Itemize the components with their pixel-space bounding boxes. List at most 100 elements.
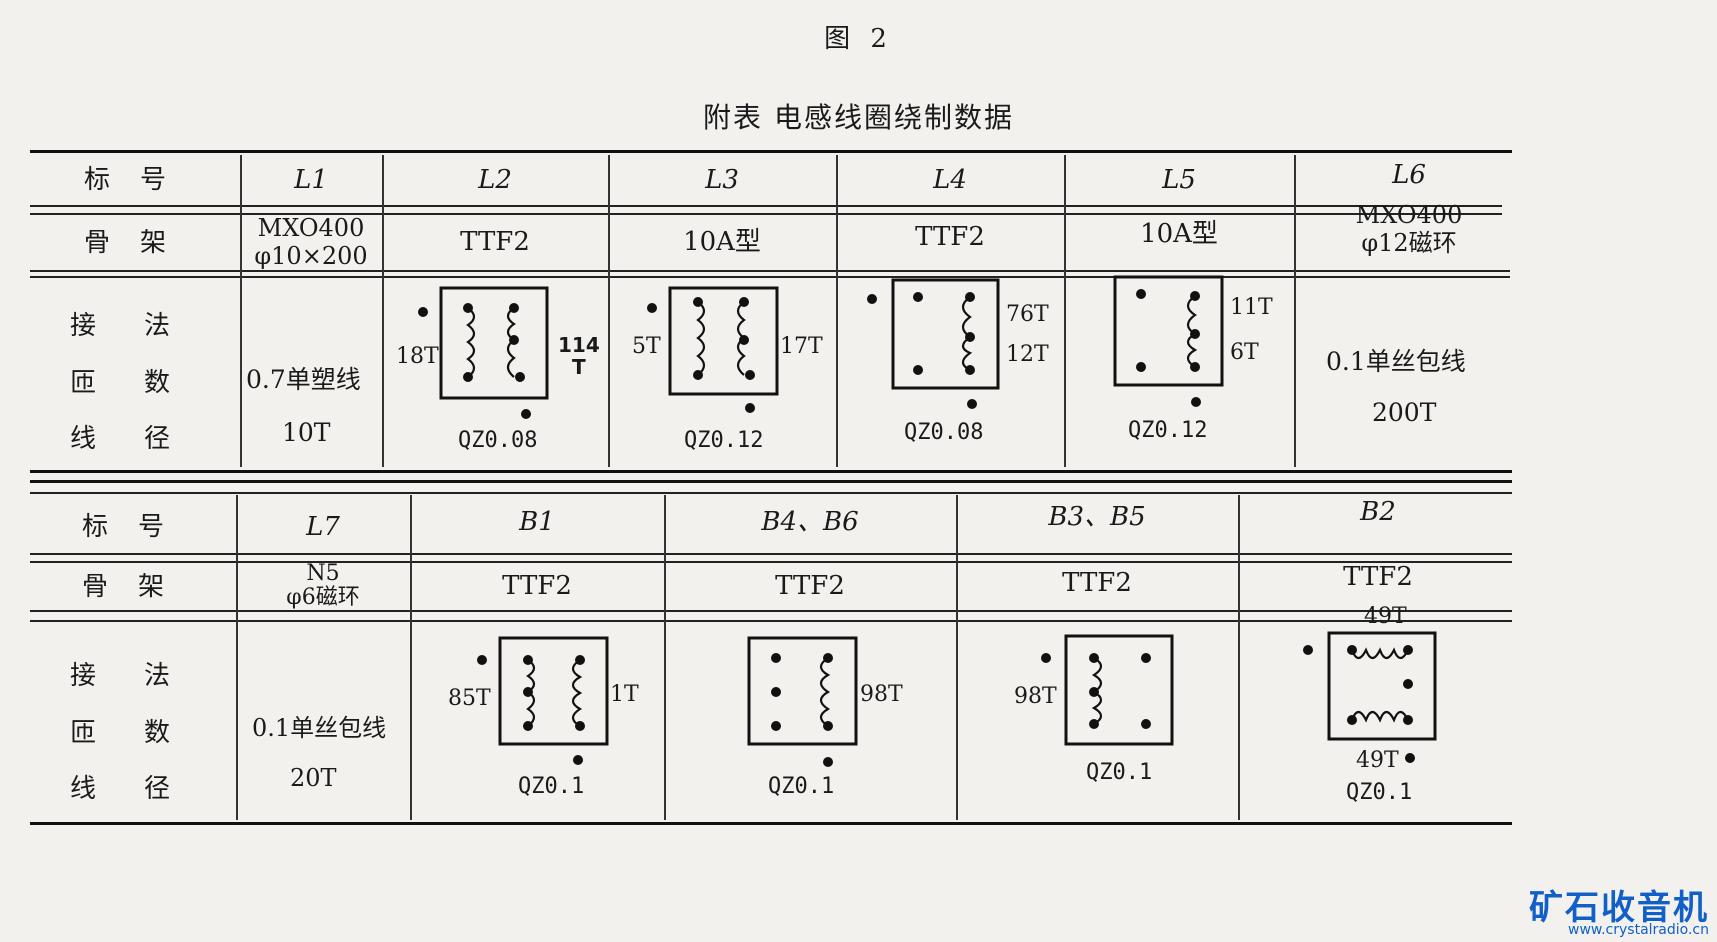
table1-top-rule (30, 150, 1512, 153)
core-L7: N5 φ6磁环 (236, 561, 410, 610)
table1-row-rule (30, 270, 1510, 272)
L2-winding-diagram (418, 286, 549, 400)
figure-label: 图 2 (824, 24, 893, 54)
id-L3: L3 (705, 165, 739, 195)
id-B4-B6: B4、B6 (761, 506, 859, 537)
core-B4-B6: TTF2 (775, 570, 845, 601)
row-label-core: 骨架 (81, 571, 194, 602)
row-label-id: 标号 (83, 165, 196, 195)
B1-left-turns: 85T (448, 686, 491, 711)
core-L6-line1: MXO400 (1355, 200, 1463, 229)
table1-col-divider (1294, 155, 1296, 467)
L2-tap-dot (521, 409, 531, 419)
B1-right-turns: 1T (610, 682, 639, 707)
core-L3: 10A型 (683, 226, 761, 257)
B3-B5-left-turns: 98T (1014, 684, 1057, 709)
table2-bottom-rule (30, 822, 1512, 825)
L4-upper-turns: 76T (1006, 302, 1049, 327)
L4-lower-turns: 12T (1006, 342, 1049, 367)
L5-wire: QZ0.12 (1128, 418, 1208, 443)
core-L5: 10A型 (1140, 218, 1218, 249)
B2-wire: QZ0.1 (1346, 780, 1413, 805)
table1-row-rule (30, 276, 1510, 278)
L2-right-turns: 114 T (558, 333, 600, 379)
table1-col-divider (382, 155, 384, 467)
L5-lower-turns: 6T (1230, 340, 1259, 365)
B1-tap-dot (573, 755, 583, 765)
table2-row-rule (30, 610, 1512, 612)
id-L7: L7 (306, 511, 340, 542)
core-L6-line2: φ12磁环 (1361, 228, 1457, 257)
row-label-wire-gauge: 线径 (70, 774, 219, 804)
core-B1: TTF2 (502, 570, 572, 601)
id-L2: L2 (478, 165, 512, 195)
core-L4: TTF2 (915, 221, 985, 252)
L1-turns: 10T (282, 418, 331, 447)
L5-tap-dot (1191, 397, 1201, 407)
id-L4: L4 (933, 165, 967, 195)
L4-wire: QZ0.08 (904, 420, 984, 445)
core-L1-line2: φ10×200 (254, 241, 368, 270)
B2-tap-dot (1405, 753, 1415, 763)
core-L1: MXO400 φ10×200 (240, 213, 382, 270)
B4-B6-tap-dot (823, 757, 833, 767)
table2-row-rule (30, 492, 1512, 494)
B4-B6-wire: QZ0.1 (768, 774, 835, 799)
row-label-core: 骨架 (83, 227, 196, 258)
L1-wire: 0.7单塑线 (246, 365, 361, 394)
table2-col-divider (956, 495, 958, 820)
table2-col-divider (664, 495, 666, 820)
B1-wire: QZ0.1 (518, 774, 585, 799)
L4-winding-diagram (867, 278, 1000, 390)
id-B1: B1 (519, 506, 555, 537)
L3-wire: QZ0.12 (684, 428, 764, 453)
id-L6: L6 (1392, 160, 1426, 190)
L3-tap-dot (745, 403, 755, 413)
B2-winding-diagram (1303, 631, 1437, 741)
table1-row-rule (30, 213, 1502, 215)
table2-top-rule (30, 480, 1512, 483)
B2-top-turns: 49T (1364, 604, 1407, 629)
L4-tap-dot (967, 399, 977, 409)
watermark-logo-text: 矿石收音机 (1529, 888, 1709, 928)
core-L1-line1: MXO400 (257, 213, 365, 242)
row-label-turns: 匝数 (70, 717, 219, 748)
L2-left-turns: 18T (396, 344, 439, 369)
id-B3-B5: B3、B5 (1048, 501, 1146, 532)
core-L6: MXO400 φ12磁环 (1294, 200, 1524, 257)
core-B2: TTF2 (1343, 561, 1413, 592)
L2-wire: QZ0.08 (458, 428, 538, 453)
L7-wire: 0.1单丝包线 (252, 714, 387, 742)
core-L7-line2: φ6磁环 (286, 584, 360, 610)
L5-upper-turns: 11T (1230, 295, 1273, 320)
table2-col-divider (236, 495, 238, 820)
core-L7-line1: N5 (306, 560, 340, 586)
row-label-wiring: 接法 匝数 线径 (70, 305, 218, 455)
B3-B5-wire: QZ0.1 (1086, 760, 1153, 785)
id-L5: L5 (1162, 165, 1196, 195)
B4-B6-winding-diagram (747, 636, 858, 746)
L7-turns: 20T (290, 764, 337, 792)
L6-wire: 0.1单丝包线 (1326, 347, 1466, 376)
table1-col-divider (608, 155, 610, 467)
B4-B6-right-turns: 98T (860, 682, 903, 707)
table-title: 附表 电感线圈绕制数据 (703, 101, 1014, 134)
L6-turns: 200T (1372, 398, 1437, 427)
table2-row-rule (30, 620, 1512, 622)
watermark-url: www.crystalradio.cn (1568, 922, 1709, 938)
B1-winding-diagram (477, 636, 609, 746)
table1-bottom-rule (30, 470, 1512, 473)
row-label-wiring: 接法 匝数 线径 (70, 655, 218, 805)
row-label-id: 标号 (81, 511, 194, 542)
row-label-wire-gauge: 线径 (70, 424, 219, 454)
L3-winding-diagram (647, 286, 779, 396)
core-B3-B5: TTF2 (1062, 567, 1132, 598)
id-L1: L1 (294, 165, 328, 195)
B3-B5-winding-diagram (1041, 634, 1174, 746)
row-label-connection: 接法 (70, 311, 219, 341)
B2-bottom-turns: 49T (1356, 748, 1399, 773)
table2-col-divider (1238, 495, 1240, 820)
table1-col-divider (1064, 155, 1066, 467)
L5-winding-diagram (1113, 275, 1224, 387)
table2-row-rule (30, 553, 1512, 555)
